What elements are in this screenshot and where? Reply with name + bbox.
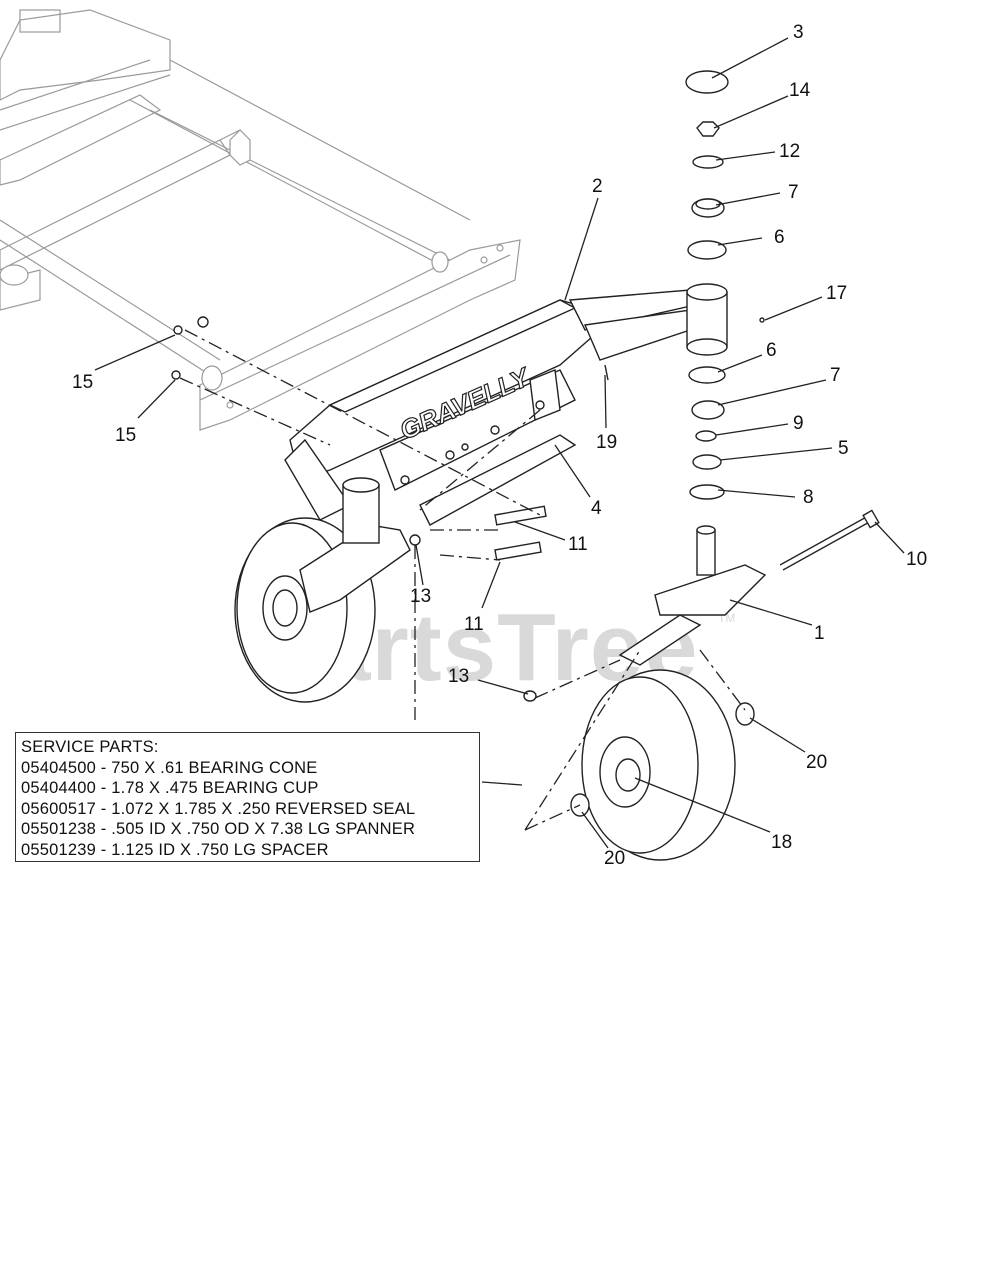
service-parts-box: SERVICE PARTS: 05404500 - 750 X .61 BEAR… [15, 732, 480, 862]
service-part-line: 05501239 - 1.125 ID X .750 LG SPACER [21, 840, 329, 859]
right-caster-wheel [570, 669, 755, 861]
callout-1: 1 [814, 623, 825, 644]
callout-13b: 13 [448, 666, 469, 687]
hardware-bolts [171, 316, 547, 561]
callout-11a: 11 [568, 534, 588, 555]
leader-lines [94, 37, 905, 849]
callout-15a: 15 [72, 372, 93, 393]
service-parts-heading: SERVICE PARTS: [21, 738, 159, 756]
service-part-line: 05501238 - .505 ID X .750 OD X 7.38 LG S… [21, 820, 416, 838]
right-spindle-stack [604, 70, 765, 500]
callout-15b: 15 [115, 425, 136, 446]
callout-7: 7 [788, 182, 799, 203]
front-axle-beam: GRAVELLY [284, 289, 696, 526]
callout-10: 10 [906, 549, 927, 570]
callout-18: 18 [771, 832, 792, 853]
callout-11b: 11 [464, 614, 484, 635]
callout-20a: 20 [806, 752, 827, 773]
callout-13a: 13 [410, 586, 431, 607]
callout-19: 19 [596, 432, 617, 453]
callout-17: 17 [826, 283, 847, 304]
callout-labels: 3 14 12 7 6 17 2 6 7 9 5 8 15 15 19 4 11… [72, 22, 927, 869]
service-part-line: 05600517 - 1.072 X 1.785 X .250 REVERSED… [21, 799, 416, 818]
callout-14: 14 [789, 80, 811, 101]
callout-8: 8 [803, 487, 814, 508]
callout-9: 9 [793, 413, 804, 434]
callout-5: 5 [838, 438, 849, 459]
callout-7b: 7 [830, 365, 841, 386]
callout-6b: 6 [766, 340, 777, 361]
callout-4: 4 [591, 498, 602, 519]
callout-20b: 20 [604, 848, 625, 869]
left-caster-wheel [234, 477, 421, 703]
callout-6: 6 [774, 227, 785, 248]
callout-2: 2 [592, 176, 603, 197]
callout-3: 3 [793, 22, 804, 43]
callout-12: 12 [779, 141, 800, 162]
service-part-line: 05404500 - 750 X .61 BEARING CONE [21, 758, 318, 777]
center-lines [179, 329, 746, 831]
mower-frame [0, 9, 521, 431]
service-part-line: 05404400 - 1.78 X .475 BEARING CUP [21, 779, 319, 797]
